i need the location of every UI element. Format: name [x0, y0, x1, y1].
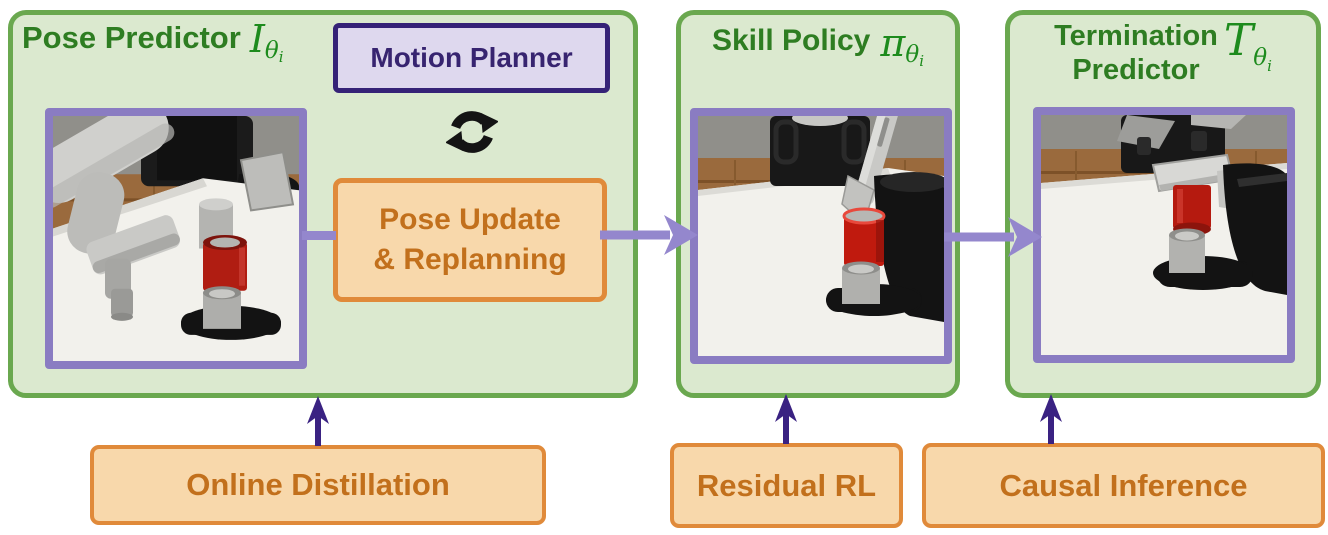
termination-predictor-observation-image	[1033, 107, 1295, 363]
pose-predictor-panel: Pose Predictor I θ i Motion Planner	[8, 10, 638, 398]
coffee-machine	[874, 172, 944, 322]
pose-predictor-observation-image	[45, 108, 307, 369]
termination-predictor-math-symbol: T θ i	[1223, 15, 1272, 75]
gray-cup-on-tray	[181, 286, 281, 340]
skill-policy-title: Skill Policy π θ i	[681, 21, 955, 70]
termination-predictor-panel: Termination Predictor T θ i	[1005, 10, 1321, 398]
pose-predictor-title: Pose Predictor I θ i	[22, 17, 284, 66]
red-cup-held	[1173, 185, 1211, 236]
residual-rl-box: Residual RL	[670, 443, 903, 528]
causal-inference-label: Causal Inference	[999, 467, 1248, 503]
skill-policy-panel: Skill Policy π θ i	[676, 10, 960, 398]
gray-card	[239, 150, 295, 212]
skill-policy-title-label: Skill Policy	[711, 24, 871, 57]
pose-predictor-title-label: Pose Predictor	[22, 20, 241, 55]
red-mug	[203, 234, 247, 291]
pose-update-line2: & Replanning	[373, 243, 567, 276]
gray-cup-on-tray	[826, 261, 922, 316]
panel1-to-panel2-arrow	[600, 215, 698, 255]
pose-update-line1: Pose Update	[379, 203, 561, 237]
causal-inference-up-arrow	[1040, 394, 1062, 444]
online-distillation-up-arrow	[307, 396, 329, 446]
robot-pillar	[770, 116, 870, 186]
motion-planner-label: Motion Planner	[370, 42, 573, 73]
skill-policy-math-symbol: π θ i	[880, 21, 925, 70]
residual-rl-up-arrow	[775, 394, 797, 444]
gray-cup-on-tray	[1153, 228, 1253, 290]
image-to-pose-update-connector	[302, 231, 336, 240]
pose-predictor-math-symbol: I θ i	[249, 17, 284, 66]
refresh-cycle-icon	[445, 106, 499, 160]
termination-predictor-title-label: Termination Predictor	[1054, 20, 1218, 87]
table	[1041, 163, 1287, 355]
panel2-to-panel3-arrow	[944, 217, 1042, 257]
residual-rl-label: Residual RL	[696, 467, 877, 503]
pose-update-replanning-box: Pose Update & Replanning	[333, 178, 607, 302]
skill-policy-observation-image	[690, 108, 952, 364]
motion-planner-box: Motion Planner	[333, 23, 610, 93]
online-distillation-box: Online Distillation	[90, 445, 546, 525]
robot-arm	[53, 116, 181, 321]
causal-inference-box: Causal Inference	[922, 443, 1325, 528]
online-distillation-label: Online Distillation	[186, 467, 450, 502]
red-cup	[842, 207, 886, 266]
termination-predictor-title: Termination Predictor T θ i	[1010, 19, 1316, 87]
